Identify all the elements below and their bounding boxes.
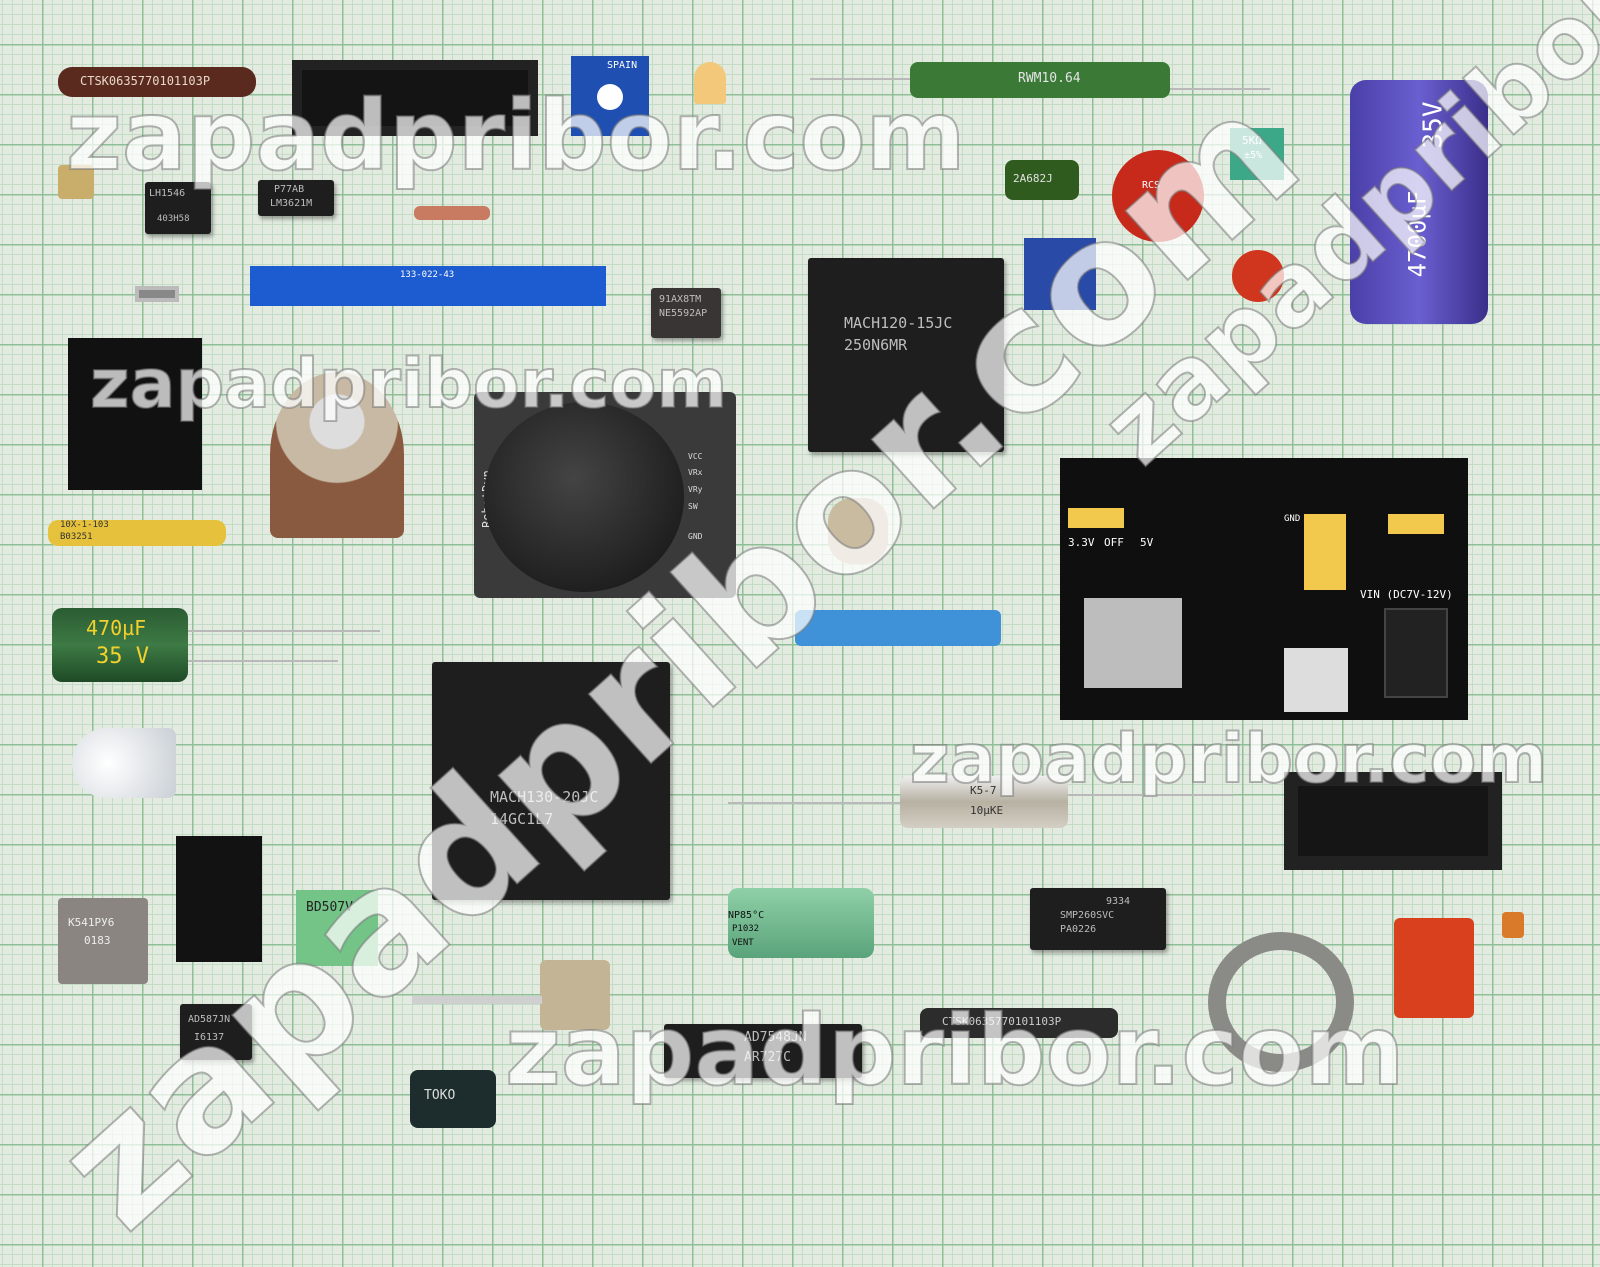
chip-lh1546: LH1546 403H58 [145, 182, 211, 234]
inductor-toko: TOKO [410, 1070, 496, 1128]
ic-socket-right [1284, 772, 1502, 870]
chip-mach130: MACH130-20JC 14GC1L7 [432, 662, 670, 900]
capacitor-tantalum-small [1502, 912, 1524, 938]
ic-socket-top [292, 60, 538, 136]
chip-ne5592ap: 91AX8TM NE5592AP [651, 288, 721, 338]
dc-jack [1384, 608, 1448, 698]
jumper-yellow [1068, 508, 1124, 528]
capacitor-k5-7: K5-7 10µKE [900, 776, 1068, 828]
joystick-pin-label: VRx [688, 468, 703, 477]
resistor-green-rwm: RWM10.64 [910, 62, 1170, 98]
hybrid-module [68, 338, 202, 490]
potentiometer-shaft [412, 996, 542, 1004]
lead-wire [728, 802, 900, 804]
trimmer-knob [597, 84, 623, 110]
joystick-pin-label: VCC [688, 452, 703, 461]
potentiometer-rotary [270, 372, 404, 538]
chip-mach120: MACH120-15JC 250N6MR [808, 258, 1004, 452]
seven-segment-display [176, 836, 262, 962]
electrolytic-capacitor-green: 470µF 35 V [52, 608, 188, 682]
transistor-bd507: BD507V [296, 890, 378, 966]
chip-ad7548jn: AD7548JN AR727C [664, 1024, 862, 1078]
joystick-knob [484, 402, 684, 592]
ferrite-ring [1208, 932, 1354, 1072]
edge-connector-blue: 133-022-43 [250, 266, 606, 306]
resistor-blue [795, 610, 1001, 646]
lead-wire [1068, 794, 1234, 796]
chip-ad587: AD587JN I6137 [180, 1004, 252, 1060]
sip-resistor-yellow: 10X-1-103 B03251 [48, 520, 226, 546]
breadboard-power-supply: 3.3V OFF 5V GND VIN (DC7V-12V) [1060, 458, 1468, 720]
lead-wire [810, 78, 910, 80]
power-switch [1284, 648, 1348, 712]
led-yellow [694, 62, 726, 104]
capacitor-red-square [1394, 918, 1474, 1018]
trimmer-blue: SPAIN [571, 56, 649, 136]
chip-lm3621m: P77AB LM3621M [258, 180, 334, 216]
trimmer-blue-square [1024, 238, 1096, 310]
resistor-network-bottom: CTSK0635770101103P [920, 1008, 1118, 1038]
smd-resistor [135, 286, 179, 302]
led-clear [72, 728, 176, 798]
chip-k541: K541РУ6 0183 [58, 898, 148, 984]
joystick-pin-label: GND [688, 532, 703, 541]
varistor-red-large: RCS [1112, 150, 1204, 242]
lead-wire [188, 660, 338, 662]
resistor-network-top: CTSK0635770101103P [58, 67, 256, 97]
crystal [828, 498, 888, 564]
joystick-module: RobotDyn VCC VRx VRy SW GND [474, 392, 736, 598]
header-yellow [1304, 514, 1346, 590]
trimmer-small-green: 5KΩ ±5% [1230, 128, 1284, 180]
capacitor-np-green: NP85°C P1032 VENT [728, 888, 874, 958]
lead-wire [1170, 88, 1270, 90]
transistor-metal-can [58, 165, 94, 199]
varistor-red-small [1232, 250, 1284, 302]
joystick-pin-label: VRy [688, 485, 703, 494]
usb-port [1084, 598, 1182, 688]
capacitor-film-green: 2A682J [1005, 160, 1079, 200]
joystick-pin-label: SW [688, 502, 698, 511]
chip-smp260svc: 9334 SMP260SVC PA0226 [1030, 888, 1166, 950]
potentiometer-slim [540, 960, 610, 1030]
jumper-yellow-right [1388, 514, 1444, 534]
lead-wire [188, 630, 380, 632]
electrolytic-capacitor-large: 35V 4700µF [1350, 80, 1488, 324]
resistor-small [414, 206, 490, 220]
